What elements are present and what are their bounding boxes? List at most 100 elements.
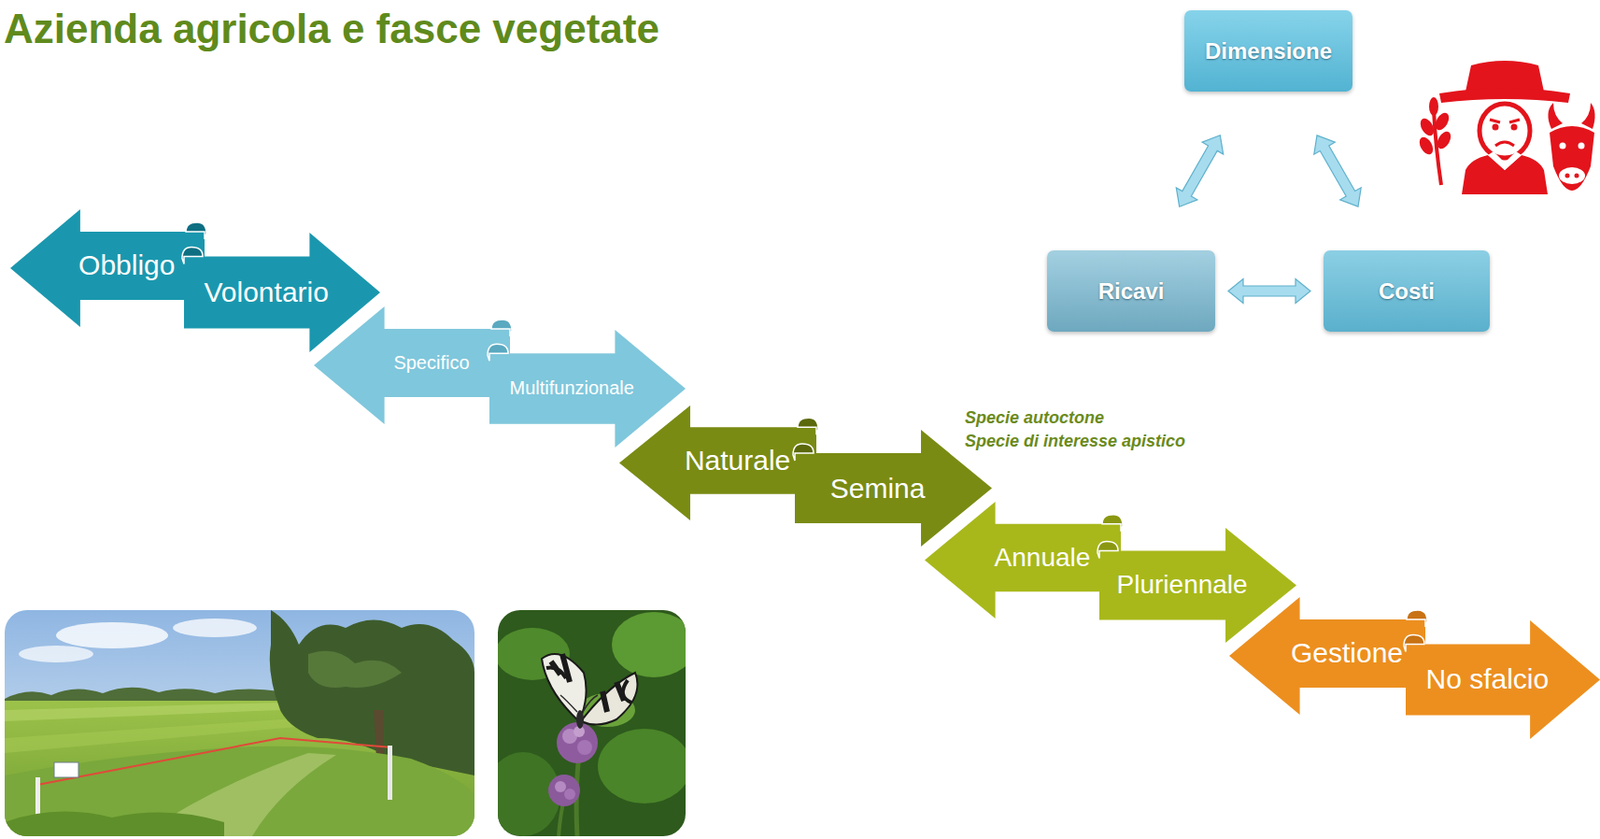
- butterfly-photo: [497, 609, 686, 836]
- field-photo-part: [54, 762, 79, 778]
- arrow-label: Semina: [830, 472, 926, 505]
- arrow-tag: Multifunzionale: [489, 329, 686, 448]
- butterfly-photo-part: [554, 780, 567, 793]
- text-area: Volontario: [191, 256, 341, 329]
- arrow-tag: No sfalcio: [1405, 620, 1600, 739]
- farmer-icon-part: [1565, 173, 1571, 179]
- butterfly-photo-part: [548, 774, 581, 807]
- scroll-curl: [487, 343, 509, 361]
- farmer-icon-part: [1489, 119, 1520, 123]
- farmer-icon-part: [1492, 124, 1500, 131]
- scroll-curl: [1403, 634, 1425, 652]
- butterfly-photo-part: [623, 679, 632, 703]
- text-area: No sfalcio: [1413, 643, 1561, 715]
- process-box: Dimensione: [1184, 10, 1353, 92]
- arrow-label: Pluriennale: [1117, 569, 1248, 600]
- process-box: Costi: [1323, 250, 1490, 332]
- arrow-label: Naturale: [684, 444, 791, 477]
- arrow-body: [619, 405, 817, 521]
- double-arrow-connector: [1228, 279, 1311, 304]
- farmer-icon-part: [1578, 142, 1586, 150]
- farmer-icon-part: [1574, 173, 1580, 179]
- farmer-icon-part: [1434, 128, 1454, 151]
- farmer-icon-part: [1417, 115, 1437, 138]
- arrow-label: Annuale: [994, 542, 1091, 573]
- field-photo-part: [172, 618, 257, 638]
- text-area: Multifunzionale: [496, 353, 647, 425]
- farmer-icon-part: [1547, 102, 1563, 129]
- farmer-icon-part: [1549, 126, 1595, 191]
- arrow-tag: Gestione: [1229, 596, 1426, 715]
- arrow-tag: Naturale: [619, 405, 817, 521]
- butterfly-photo-part: [556, 722, 598, 764]
- scroll-curl: [491, 319, 512, 337]
- field-photo-part: [4, 746, 475, 836]
- field-photo-part: [37, 737, 393, 785]
- arrow-body: [924, 501, 1121, 619]
- arrow-body: [313, 306, 510, 425]
- butterfly-photo-part: [580, 672, 638, 725]
- field-photo-part: [4, 811, 225, 836]
- arrow-label: Specifico: [393, 352, 469, 374]
- text-area: Annuale: [967, 523, 1118, 593]
- butterfly-photo-part: [576, 709, 584, 729]
- scroll-curl: [1097, 541, 1119, 559]
- process-box: Ricavi: [1047, 250, 1216, 332]
- farmer-icon-part: [1429, 97, 1439, 116]
- farmer-icon-part: [1487, 151, 1522, 170]
- double-arrow-connector: [1314, 135, 1361, 207]
- text-area: Semina: [802, 453, 952, 524]
- box-label: Costi: [1378, 278, 1435, 305]
- arrow-label: No sfalcio: [1425, 663, 1549, 695]
- box-label: Dimensione: [1204, 38, 1332, 65]
- text-area: Naturale: [662, 426, 812, 494]
- field-photo-part: [4, 702, 281, 722]
- text-area: Pluriennale: [1106, 551, 1257, 621]
- arrow-body: [184, 232, 381, 353]
- farmer-icon-part: [1465, 60, 1544, 92]
- farmer-icon-part: [1558, 167, 1586, 185]
- butterfly-photo-part: [597, 728, 686, 804]
- butterfly-photo-part: [577, 739, 593, 755]
- scroll-curl: [797, 417, 819, 435]
- farmer-icon-part: [1416, 134, 1436, 156]
- farmer-icon-part: [1439, 87, 1571, 103]
- arrow-label: Volontario: [203, 276, 328, 309]
- farmer-icon-part: [1511, 124, 1518, 131]
- butterfly-photo-part: [546, 666, 567, 679]
- slide-title: Azienda agricola e fasce vegetate: [3, 5, 660, 53]
- text-area: Specifico: [356, 328, 507, 397]
- arrow-label: Multifunzionale: [509, 377, 634, 399]
- note-text: Specie autoctone: [964, 408, 1105, 428]
- farmer-icon-part: [1461, 155, 1548, 195]
- field-photo-part: [308, 651, 402, 688]
- arrow-tag: Volontario: [184, 232, 381, 353]
- scroll-curl: [1102, 514, 1123, 532]
- arrow-tag: Obbligo: [10, 209, 205, 327]
- arrow-label: Gestione: [1290, 637, 1403, 669]
- text-area: Gestione: [1272, 619, 1422, 688]
- scroll-curl: [182, 247, 203, 265]
- farmer-icon-part: [1559, 142, 1567, 150]
- field-photo-part: [387, 745, 393, 800]
- arrow-body: [10, 209, 205, 327]
- field-photo: [4, 609, 475, 836]
- scroll-curl: [792, 443, 814, 461]
- arrow-label: Obbligo: [78, 249, 175, 282]
- butterfly-photo-part: [564, 788, 576, 800]
- note-text: Specie di interesse apistico: [964, 431, 1186, 452]
- arrow-tag: Annuale: [924, 501, 1121, 619]
- box-label: Ricavi: [1098, 278, 1165, 305]
- arrow-body: [489, 329, 686, 448]
- butterfly-photo-part: [611, 611, 686, 678]
- butterfly-photo-part: [551, 653, 624, 712]
- arrow-body: [1229, 596, 1426, 715]
- arrow-tag: Specifico: [313, 306, 510, 425]
- text-area: Obbligo: [53, 231, 201, 300]
- scroll-curl: [185, 222, 207, 240]
- field-photo-part: [56, 622, 169, 649]
- butterfly-photo-part: [560, 694, 598, 712]
- farmer-icon-part: [1479, 103, 1530, 158]
